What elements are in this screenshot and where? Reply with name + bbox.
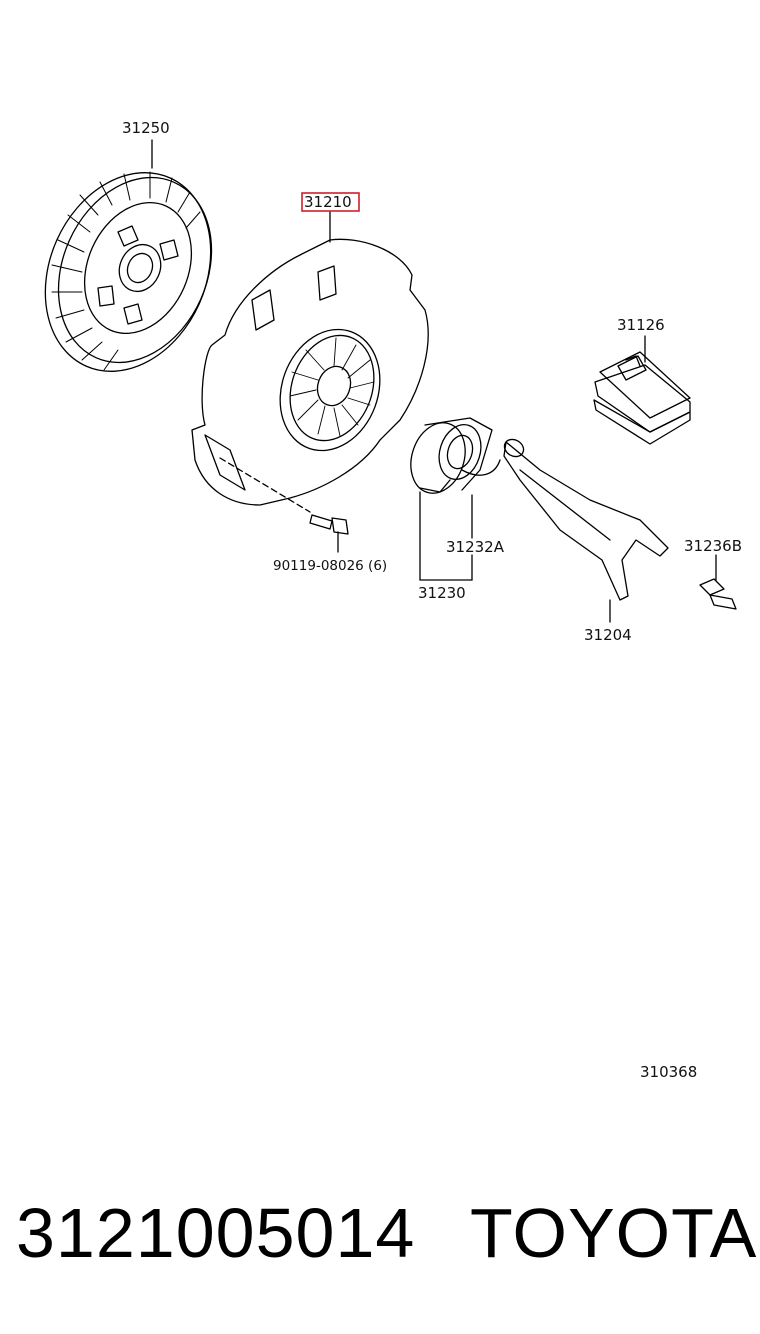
label-release-fork: 31204 [584,626,632,644]
label-release-hub: 31232A [446,538,505,556]
fork-pivot-drawing [699,554,737,610]
release-fork-drawing [503,438,669,623]
clutch-cover-drawing [191,211,429,513]
footer: 3121005014 TOYOTA [0,1188,760,1278]
bolt-drawing [309,514,349,553]
brand-name: TOYOTA [470,1194,758,1272]
figure-code: 310368 [640,1063,697,1081]
label-release-bearing: 31230 [418,584,466,602]
label-clutch-cover: 31210 [304,193,352,211]
release-bearing-drawing [410,417,493,581]
label-boot: 31126 [617,316,665,334]
label-fork-pivot: 31236B [684,537,742,555]
boot-drawing [593,335,691,445]
clutch-disc-drawing [44,139,213,372]
highlight-box [301,192,360,212]
label-clutch-disc: 31250 [122,119,170,137]
release-hub-drawing [461,459,501,539]
part-number: 3121005014 [16,1194,416,1272]
label-bolt: 90119-08026 (6) [273,558,387,574]
